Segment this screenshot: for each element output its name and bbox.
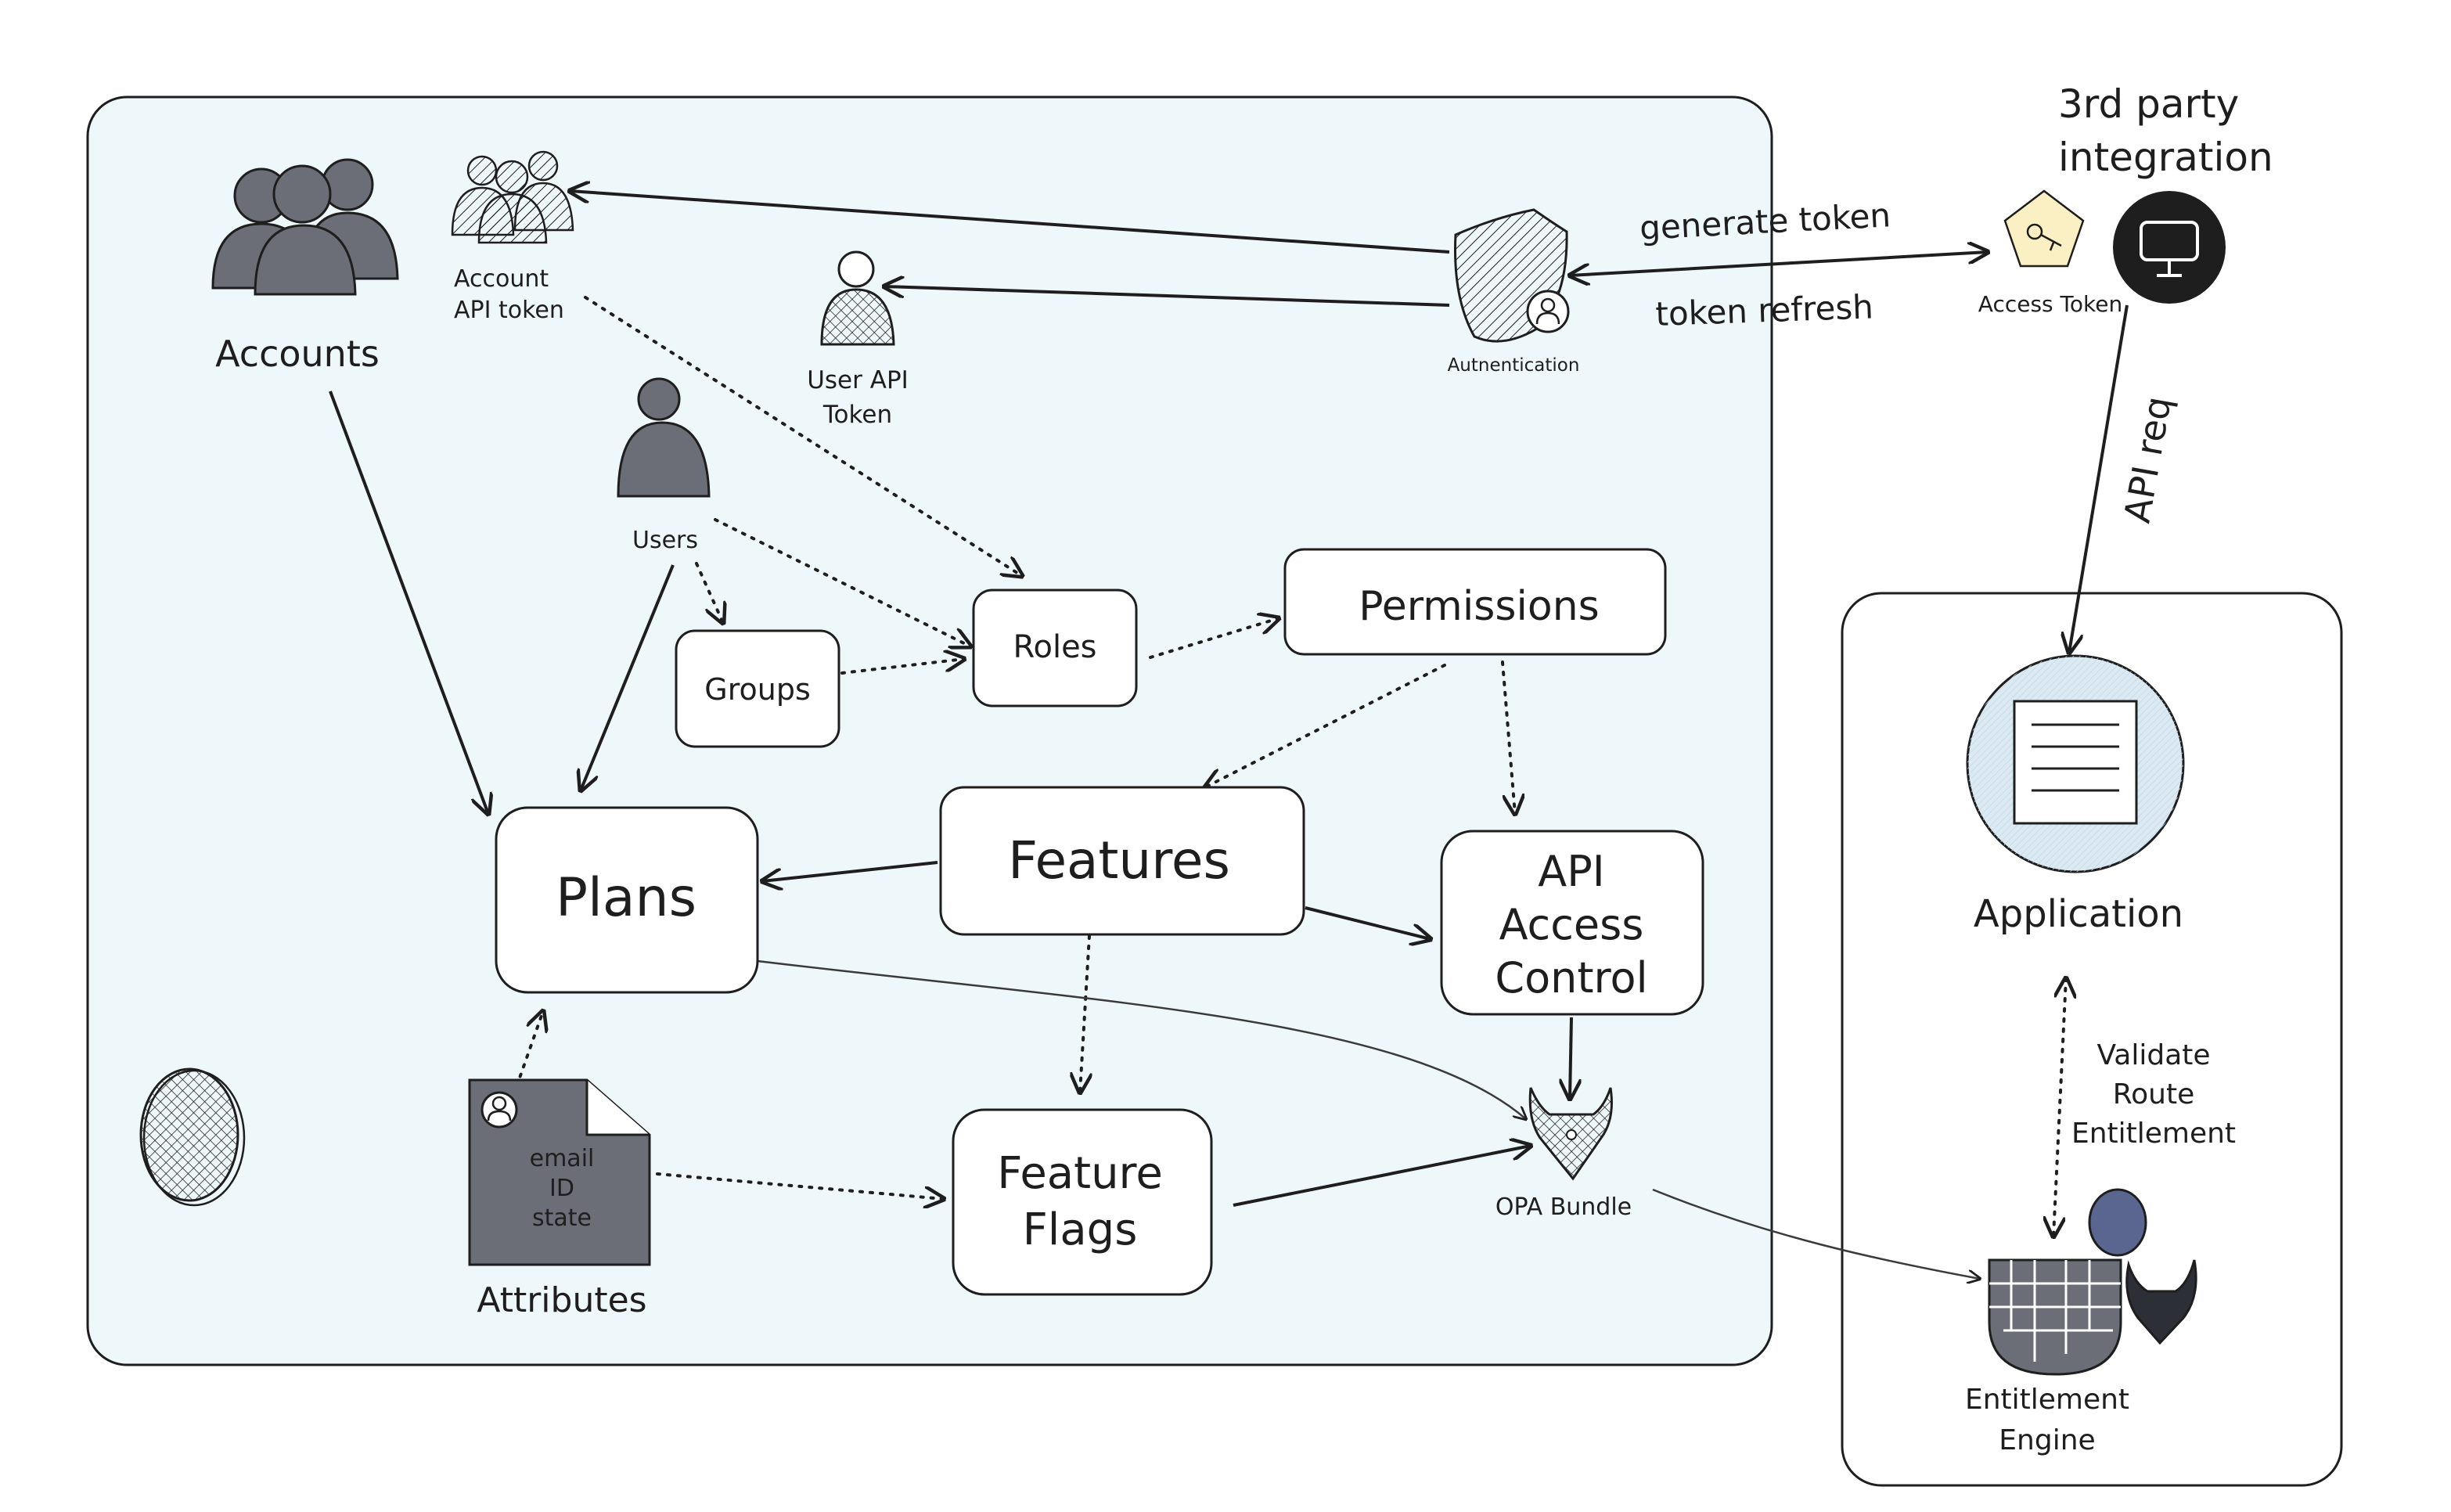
edge-opa-engine <box>1652 1188 1980 1279</box>
key-icon <box>2003 189 2085 268</box>
api-access-control-label-1: API <box>1538 847 1604 896</box>
api-access-control-node <box>1440 830 1704 1016</box>
edge-api-req <box>2069 304 2129 653</box>
edge-plans-opa <box>757 959 1526 1119</box>
application-icon <box>1966 654 2185 873</box>
permissions-node <box>1283 548 1667 656</box>
feature-flags-label-1: Feature <box>997 1148 1163 1199</box>
groups-label: Groups <box>704 672 811 707</box>
edge-attributes-plans <box>512 1011 543 1097</box>
access-token-label: Access Token <box>1978 291 2122 317</box>
account-api-token-label-1: Account <box>454 265 549 293</box>
edge-token-exchange <box>1570 252 1988 275</box>
authentication-label: Autnentication <box>1448 355 1580 376</box>
user-token-icon <box>820 250 895 346</box>
third-party-label-1: 3rd party <box>2058 81 2239 127</box>
plans-label: Plans <box>556 867 696 929</box>
edge-permissions-features <box>1205 664 1446 787</box>
users-label: Users <box>632 527 698 554</box>
account-token-icon <box>451 150 574 244</box>
edge-users-groups <box>695 562 723 623</box>
entitlement-engine-label-1: Entitlement <box>1965 1384 2129 1416</box>
validate-label-2: Route <box>2113 1078 2195 1111</box>
attributes-label: Attributes <box>477 1280 646 1320</box>
edge-groups-roles <box>840 659 964 675</box>
token-refresh-label: token refresh <box>1655 287 1874 333</box>
opa-icon <box>1528 1087 1613 1181</box>
feature-flags-node <box>952 1108 1213 1296</box>
validate-label-1: Validate <box>2096 1039 2210 1071</box>
features-node <box>939 786 1305 936</box>
application-label: Application <box>1974 892 2183 936</box>
api-access-control-label-3: Control <box>1495 953 1647 1003</box>
edge-attributes-flags <box>656 1172 944 1199</box>
edge-validate-route <box>2053 978 2066 1237</box>
users-group-icon <box>211 158 399 296</box>
main-boundary <box>86 95 1773 1366</box>
edge-features-plans <box>762 861 938 881</box>
doc-line-state: state <box>532 1204 592 1232</box>
edge-api-access-opa <box>1570 1017 1571 1099</box>
entitlement-engine-label-2: Engine <box>1999 1424 2095 1456</box>
edge-users-roles <box>714 518 970 646</box>
opa-bundle-label: OPA Bundle <box>1495 1193 1632 1221</box>
shield-icon <box>1454 208 1570 343</box>
egg-icon <box>139 1067 246 1207</box>
api-access-control-label-2: Access <box>1499 900 1644 949</box>
edge-features-api-access <box>1305 906 1431 939</box>
edge-accounts-plans <box>329 391 488 814</box>
accounts-label: Accounts <box>215 333 380 375</box>
groups-node <box>675 629 840 748</box>
edge-auth-account-token <box>570 191 1450 254</box>
plans-node <box>495 806 759 994</box>
third-party-label-2: integration <box>2058 135 2273 180</box>
edge-auth-user-token <box>884 286 1450 307</box>
validate-label-3: Entitlement <box>2071 1118 2236 1150</box>
edge-flags-opa <box>1233 1146 1531 1207</box>
edge-roles-permissions <box>1149 618 1279 659</box>
application-boundary <box>1841 592 2343 1487</box>
doc-line-email: email <box>530 1145 595 1172</box>
edge-users-plans <box>581 564 675 790</box>
roles-node <box>972 589 1138 707</box>
entitlement-engine-icon <box>1988 1188 2197 1376</box>
document-icon <box>468 1078 651 1266</box>
api-req-label: API req <box>2116 393 2179 526</box>
user-api-token-label-1: User API <box>807 366 909 394</box>
permissions-label: Permissions <box>1359 583 1600 630</box>
doc-line-id: ID <box>549 1175 574 1202</box>
user-icon <box>617 377 711 498</box>
account-api-token-label-2: API token <box>454 297 564 324</box>
edges <box>329 191 2129 1279</box>
user-api-token-label-2: Token <box>822 401 892 429</box>
feature-flags-label-2: Flags <box>1023 1204 1138 1255</box>
monitor-icon <box>2113 191 2226 304</box>
roles-label: Roles <box>1013 629 1096 665</box>
features-label: Features <box>1008 830 1230 891</box>
